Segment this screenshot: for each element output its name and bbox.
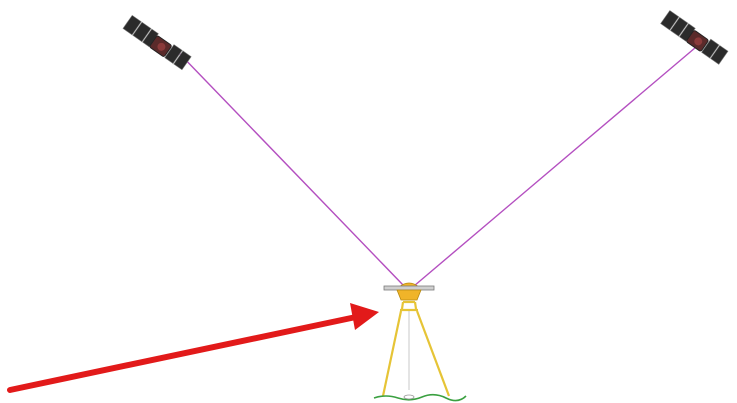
tripod-icon xyxy=(383,302,449,396)
satellite-icon-left xyxy=(123,15,191,69)
signal-line-right xyxy=(414,42,702,286)
ground-icon xyxy=(374,395,466,401)
red-arrow-icon xyxy=(10,303,379,390)
signal-line-left xyxy=(178,52,404,286)
satellite-icon-right xyxy=(661,11,728,65)
gnss-antenna-icon xyxy=(384,283,434,300)
